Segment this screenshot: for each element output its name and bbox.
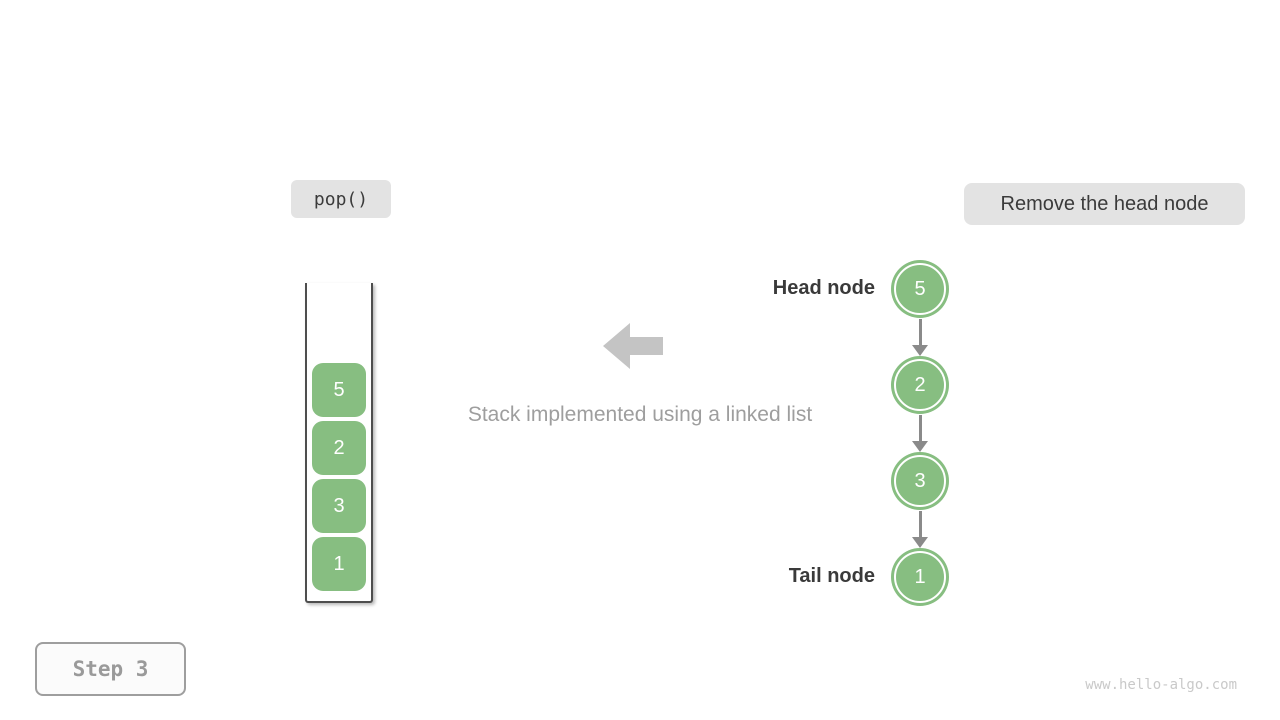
down-arrow-icon <box>912 415 928 452</box>
left-arrow-icon <box>603 323 663 369</box>
arrow-head <box>912 537 928 548</box>
watermark: www.hello-algo.com <box>1085 677 1237 693</box>
arrow-shaft <box>918 319 922 345</box>
linked-list-node: 3 <box>894 455 946 507</box>
tail-node-label: Tail node <box>788 565 875 587</box>
stack-item: 2 <box>312 421 366 475</box>
linked-list-node-head: 5 <box>894 263 946 315</box>
stack-container: 5 2 3 1 <box>305 283 373 603</box>
arrow-shaft <box>918 415 922 441</box>
arrow-shaft <box>918 511 922 537</box>
down-arrow-icon <box>912 319 928 356</box>
down-arrow-icon <box>912 511 928 548</box>
linked-list-node-tail: 1 <box>894 551 946 603</box>
arrow-head <box>912 441 928 452</box>
arrow-head <box>912 345 928 356</box>
caption-text: Stack implemented using a linked list <box>467 403 813 426</box>
step-badge: Step 3 <box>35 642 186 696</box>
pop-operation-label: pop() <box>291 180 391 218</box>
stack-item: 3 <box>312 479 366 533</box>
stack-item-top: 5 <box>312 363 366 417</box>
head-node-label: Head node <box>772 277 875 299</box>
stack-item-bottom: 1 <box>312 537 366 591</box>
linked-list-node: 2 <box>894 359 946 411</box>
remove-head-description-label: Remove the head node <box>964 183 1245 225</box>
